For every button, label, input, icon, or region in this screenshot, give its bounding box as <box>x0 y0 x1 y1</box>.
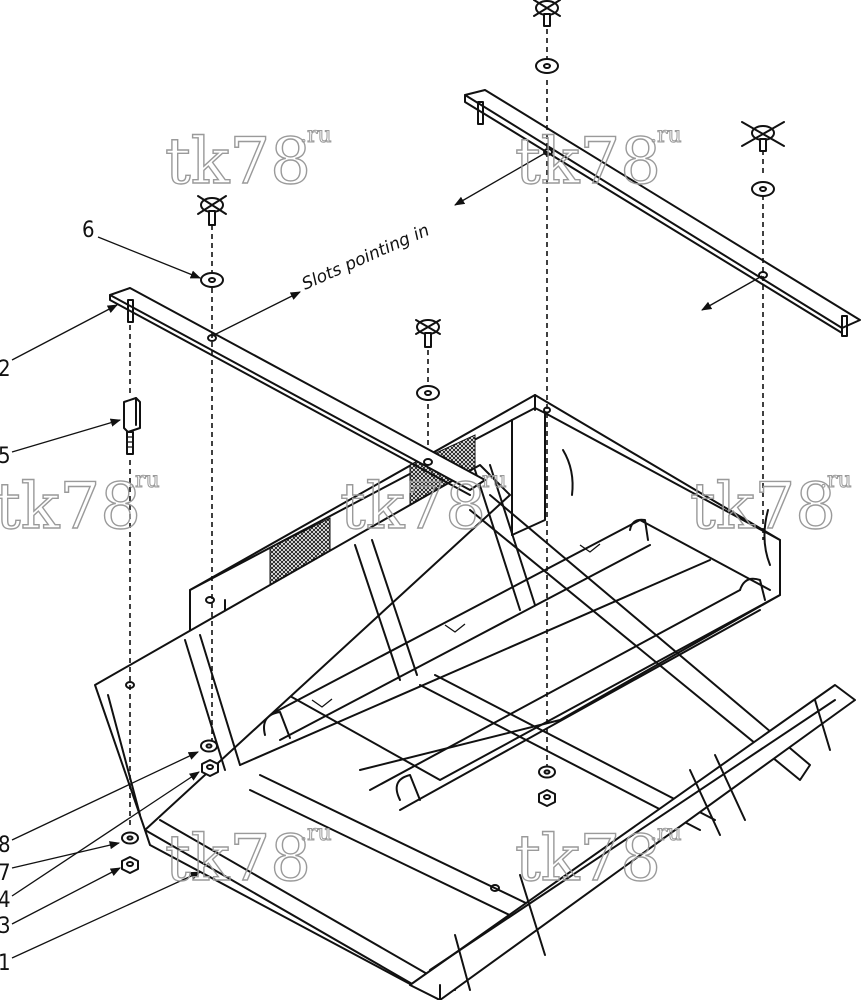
watermark: tk78 .ru <box>514 123 682 200</box>
standoff-5 <box>123 397 141 455</box>
screw <box>533 0 561 27</box>
lock-washer <box>538 765 556 779</box>
callout-8: 8 <box>0 833 11 858</box>
rail-stud <box>477 101 484 125</box>
svg-text:tk78: tk78 <box>340 470 486 544</box>
callout-4: 4 <box>0 888 11 913</box>
floor-slot <box>444 623 466 633</box>
slot-direction-arrows <box>211 151 763 337</box>
flat-washer <box>751 181 775 197</box>
watermark-group: tk78 .ru tk78 .ru tk78 .ru tk78 .ru tk78… <box>0 123 852 897</box>
svg-text:tk78: tk78 <box>515 822 661 896</box>
svg-text:.ru: .ru <box>650 821 682 846</box>
screw <box>197 195 227 226</box>
callout-1: 1 <box>0 951 11 976</box>
frame-hole <box>490 884 500 892</box>
housing-box <box>189 394 781 811</box>
svg-text:.ru: .ru <box>300 821 332 846</box>
svg-text:tk78: tk78 <box>165 822 311 896</box>
callout-7: 7 <box>0 861 11 886</box>
watermark: tk78 .ru <box>339 468 507 545</box>
svg-text:.ru: .ru <box>650 123 682 148</box>
screw <box>741 121 785 152</box>
svg-text:tk78: tk78 <box>165 125 311 199</box>
rail-stud <box>841 315 848 337</box>
callout-3: 3 <box>0 914 11 939</box>
flat-washer-6 <box>200 272 224 288</box>
slots-note: Slots pointing in <box>299 220 433 294</box>
lock-washer-7 <box>121 831 139 845</box>
hex-nut-3 <box>121 856 139 874</box>
svg-text:.ru: .ru <box>128 468 160 493</box>
rail-stud <box>127 299 134 323</box>
rail-slot <box>423 458 433 466</box>
right-mounting-rail <box>464 89 861 337</box>
floor-slot <box>311 698 333 708</box>
rail-slot <box>543 148 553 156</box>
svg-text:.ru: .ru <box>475 468 507 493</box>
flat-washer <box>535 58 559 74</box>
callout-6: 6 <box>82 218 95 243</box>
watermark: tk78 .ru <box>164 123 332 200</box>
svg-text:.ru: .ru <box>820 468 852 493</box>
callout-5: 5 <box>0 444 11 469</box>
watermark: tk78 .ru <box>164 821 332 897</box>
svg-text:tk78: tk78 <box>0 470 141 544</box>
svg-text:.ru: .ru <box>300 123 332 148</box>
watermark: tk78 .ru <box>514 821 682 897</box>
svg-text:tk78: tk78 <box>690 470 836 544</box>
left-mounting-rail <box>109 287 486 496</box>
flat-washer <box>416 385 440 401</box>
screw <box>415 319 441 348</box>
hex-nut <box>538 789 556 807</box>
watermark: tk78 .ru <box>0 468 160 545</box>
hex-nut <box>201 759 219 777</box>
lock-washer-8 <box>200 739 218 753</box>
watermark: tk78 .ru <box>689 468 852 545</box>
support-frame <box>94 406 856 1000</box>
callout-leaders <box>11 236 201 959</box>
floor-slot <box>579 543 601 553</box>
callout-2: 2 <box>0 357 11 382</box>
svg-text:tk78: tk78 <box>515 125 661 199</box>
frame-hole <box>205 596 215 604</box>
